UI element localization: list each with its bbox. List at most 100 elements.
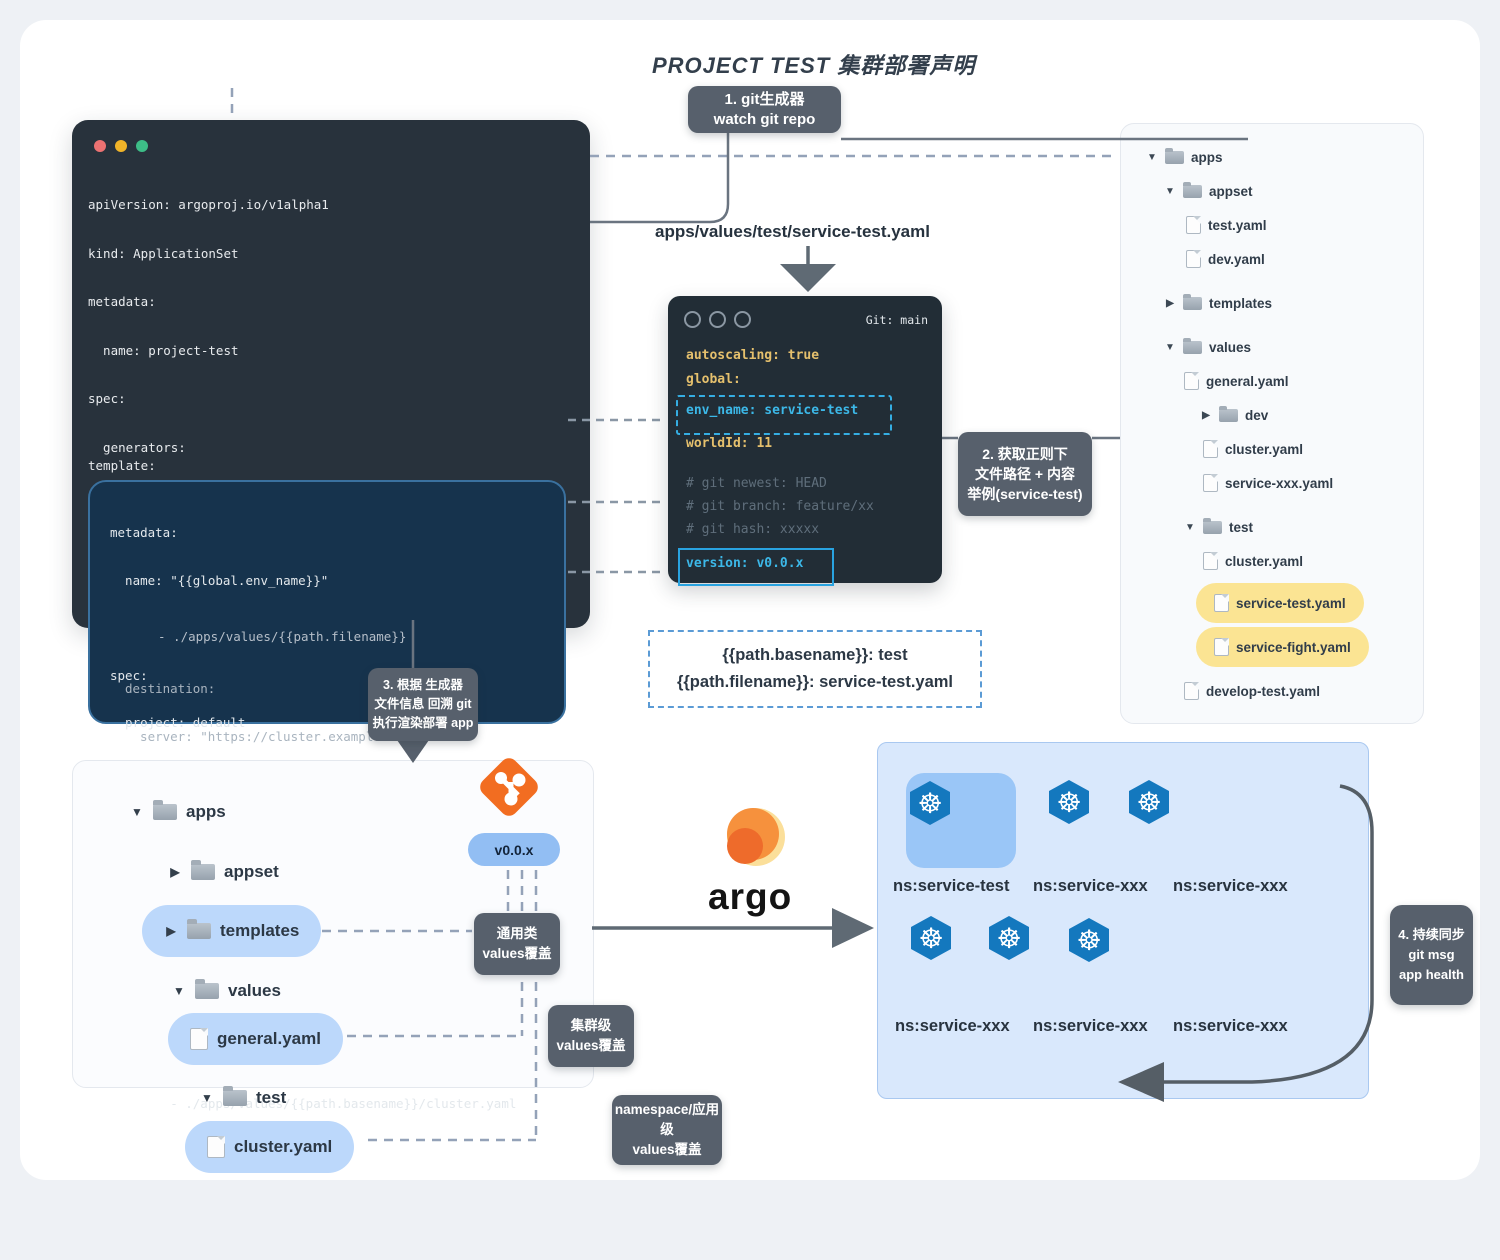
yaml-line: autoscaling: true	[686, 348, 820, 363]
tree-item-label: apps	[1191, 149, 1223, 165]
chevron-down-icon: ▼	[201, 1091, 213, 1105]
folder-icon	[1183, 181, 1202, 198]
tree-item-cluster-yaml[interactable]: cluster.yaml	[1203, 549, 1303, 573]
git-branch-title: Git: main	[865, 313, 928, 327]
namespace-label: ns:service-xxx	[1173, 877, 1288, 895]
git-branch-glyph	[495, 772, 526, 806]
path-variables-box: {{path.basename}}: test {{path.filename}…	[648, 630, 982, 708]
chevron-right-icon: ▶	[1166, 297, 1174, 309]
tree-item-apps[interactable]: ▼ apps	[130, 797, 226, 827]
yaml-line: global:	[686, 372, 741, 387]
tree-item-label: appset	[1209, 183, 1253, 199]
argo-logo-icon	[727, 808, 785, 866]
code-line: metadata:	[88, 294, 156, 309]
tree-item-cluster-yaml[interactable]: cluster.yaml	[1203, 437, 1303, 461]
tree-item-service-xxx-yaml[interactable]: service-xxx.yaml	[1203, 471, 1333, 495]
tree-item-test[interactable]: ▼test	[1184, 515, 1253, 539]
env-name-dashed-outline	[676, 395, 892, 435]
tree-item-label: values	[228, 981, 281, 1000]
tree-item-apps[interactable]: ▼ apps	[1146, 145, 1223, 169]
version-badge: v0.0.x	[468, 833, 560, 866]
tree-item-develop-test-yaml[interactable]: develop-test.yaml	[1184, 679, 1320, 703]
tree-item-test[interactable]: ▼test	[200, 1083, 286, 1113]
tree-item-service-fight-yaml-highlighted[interactable]: service-fight.yaml	[1196, 627, 1369, 667]
tree-item-label: dev.yaml	[1208, 251, 1265, 267]
tree-item-appset[interactable]: ▶ appset	[168, 857, 279, 887]
version-line: version: v0.0.x	[686, 556, 804, 571]
svg-text:☸: ☸	[917, 787, 942, 820]
code-line: name: "{{global.env_name}}"	[110, 572, 329, 588]
step1-label: 1. git生成器 watch git repo	[688, 86, 841, 133]
close-window-icon[interactable]	[684, 311, 701, 328]
code-line: apiVersion: argoproj.io/v1alpha1	[88, 197, 329, 212]
kubernetes-icon: ☸	[911, 916, 951, 960]
values-namespace-label: namespace/应用级 values覆盖	[612, 1095, 722, 1165]
svg-text:☸: ☸	[1076, 924, 1101, 957]
code-line: metadata:	[110, 525, 178, 540]
window-controls	[684, 311, 751, 328]
step4-label: 4. 持续同步 git msg app health	[1390, 905, 1473, 1005]
tree-item-label: apps	[186, 802, 226, 821]
tree-item-label: service-xxx.yaml	[1225, 475, 1334, 491]
tree-item-cluster-yaml-highlighted[interactable]: cluster.yaml	[185, 1121, 355, 1173]
tree-item-label: dev	[1245, 407, 1269, 423]
close-window-icon[interactable]	[94, 140, 106, 152]
chevron-down-icon: ▼	[1147, 151, 1157, 163]
env-name-line: env_name: service-test	[686, 403, 859, 418]
tree-item-dev-yaml[interactable]: dev.yaml	[1186, 247, 1265, 271]
tree-item-general-yaml[interactable]: general.yaml	[1184, 369, 1289, 393]
minimize-window-icon[interactable]	[709, 311, 726, 328]
applicationset-editor-window: apiVersion: argoproj.io/v1alpha1 kind: A…	[72, 120, 590, 1111]
tree-item-label: general.yaml	[1206, 373, 1289, 389]
tree-item-appset[interactable]: ▼ appset	[1164, 179, 1253, 203]
chevron-down-icon: ▼	[131, 805, 143, 819]
chevron-right-icon: ▶	[170, 865, 180, 879]
kubernetes-icon: ☸	[1129, 780, 1169, 824]
tree-item-label: cluster.yaml	[1225, 441, 1304, 457]
file-icon	[1214, 594, 1229, 612]
tree-item-templates-highlighted[interactable]: ▶templates	[142, 905, 322, 957]
zoom-window-icon[interactable]	[734, 311, 751, 328]
folder-icon	[1165, 147, 1184, 164]
code-line: generators:	[88, 439, 186, 455]
step2-label: 2. 获取正则下 文件路径 + 内容 举例(service-test)	[958, 432, 1092, 516]
yaml-line: worldId: 11	[686, 436, 773, 451]
tree-item-label: templates	[1209, 295, 1273, 311]
git-icon	[476, 754, 542, 820]
git-repo-tree-panel	[1120, 123, 1424, 724]
file-icon	[1214, 638, 1229, 656]
folder-icon	[153, 800, 177, 820]
code-line: kind: ApplicationSet	[88, 245, 239, 261]
tree-item-values[interactable]: ▼values	[1164, 335, 1251, 359]
file-icon	[1203, 552, 1218, 570]
tree-item-label: general.yaml	[217, 1029, 321, 1048]
chevron-down-icon: ▼	[1165, 185, 1175, 197]
kubernetes-icon: ☸	[989, 916, 1029, 960]
tree-item-test-yaml[interactable]: test.yaml	[1186, 213, 1267, 237]
tree-item-values[interactable]: ▼ values	[172, 976, 281, 1006]
file-icon	[207, 1136, 225, 1158]
file-icon	[1184, 682, 1199, 700]
values-common-label: 通用类 values覆盖	[474, 913, 560, 975]
tree-item-templates[interactable]: ▶ templates	[1164, 291, 1272, 315]
folder-icon	[187, 919, 211, 939]
minimize-window-icon[interactable]	[115, 140, 127, 152]
namespace-label: ns:service-xxx	[895, 1017, 1010, 1035]
file-icon	[1186, 250, 1201, 268]
tree-item-dev[interactable]: ▶dev	[1200, 403, 1268, 427]
file-icon	[1184, 372, 1199, 390]
file-icon	[1186, 216, 1201, 234]
folder-icon	[1183, 293, 1202, 310]
tree-item-label: appset	[224, 862, 279, 881]
folder-icon	[191, 860, 215, 880]
page-title: PROJECT TEST 集群部署声明	[652, 53, 976, 78]
tree-item-general-yaml-highlighted[interactable]: general.yaml	[168, 1013, 343, 1065]
code-line: spec:	[110, 667, 148, 683]
tree-item-service-test-yaml-highlighted[interactable]: service-test.yaml	[1196, 583, 1364, 623]
git-file-terminal-window: Git: main autoscaling: true global: env_…	[668, 296, 942, 586]
kubernetes-icon: ☸	[1069, 918, 1109, 962]
zoom-window-icon[interactable]	[136, 140, 148, 152]
chevron-down-icon: ▼	[173, 984, 185, 998]
git-comment-line: # git branch: feature/xx	[686, 499, 874, 514]
